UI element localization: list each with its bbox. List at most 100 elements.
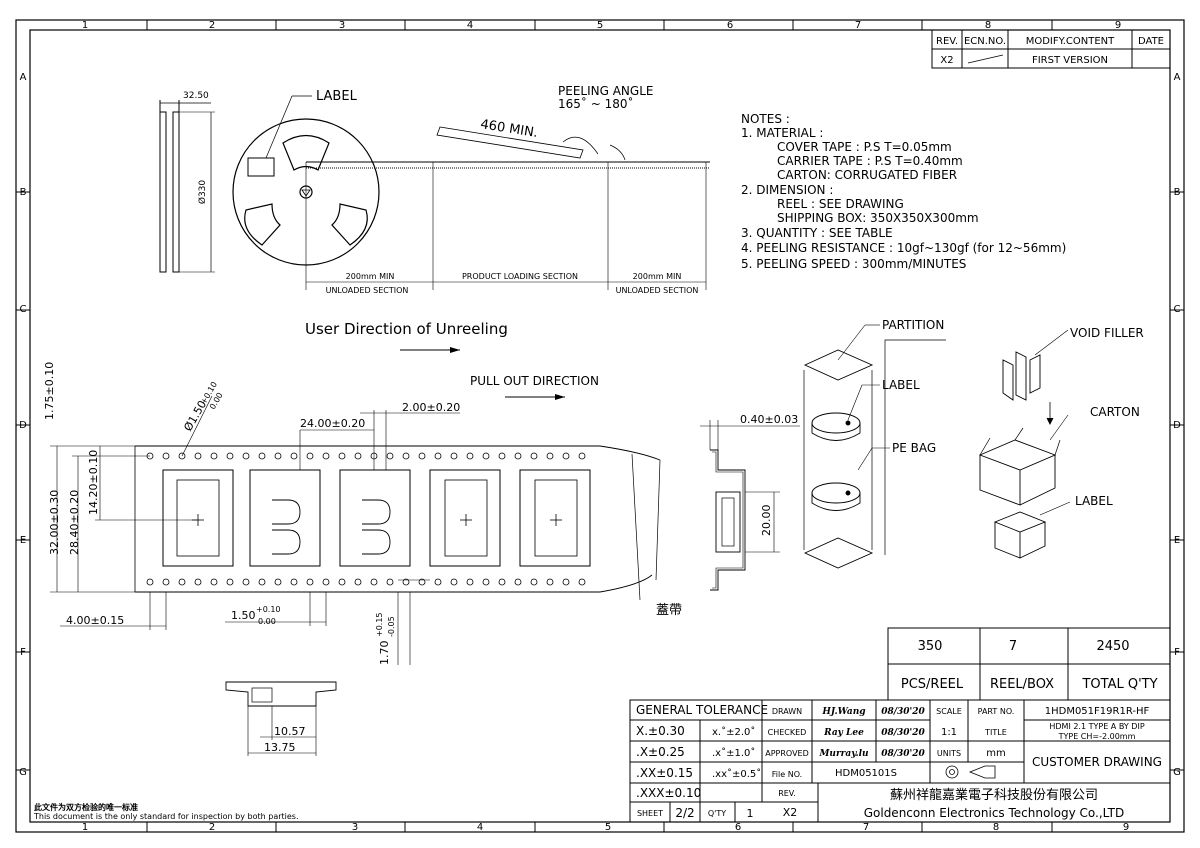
modify-value: FIRST VERSION bbox=[1032, 55, 1108, 66]
notes-line: COVER TAPE : P.S T=0.05mm bbox=[777, 140, 952, 154]
revision-table: REV. ECN.NO. MODIFY.CONTENT DATE X2 FIRS… bbox=[931, 29, 1171, 69]
arrow-head-icon bbox=[555, 394, 565, 400]
carton-label-callout: LABEL bbox=[1075, 494, 1113, 508]
notes-line: 1. MATERIAL : bbox=[741, 126, 823, 140]
sprocket-holes bbox=[146, 452, 586, 586]
ecn-header: ECN.NO. bbox=[964, 36, 1006, 47]
drawn-date: 08/30'20 bbox=[881, 707, 925, 717]
checked-by: Ray Lee bbox=[823, 728, 864, 738]
row-label: B bbox=[20, 187, 27, 198]
section-label: UNLOADED SECTION bbox=[326, 286, 409, 295]
dim-pocket-base-minus: 0.00 bbox=[258, 617, 276, 626]
dim-pitch-span: 28.40±0.20 bbox=[68, 490, 81, 555]
packing-illustration bbox=[803, 324, 1071, 569]
company-name-en: Goldenconn Electronics Technology Co.,LT… bbox=[864, 806, 1125, 820]
col-label: 7 bbox=[855, 20, 861, 31]
row-label: E bbox=[1174, 535, 1180, 546]
dim-hole-center: 14.20±0.10 bbox=[87, 450, 100, 515]
arrow-head-icon bbox=[450, 347, 460, 353]
dim-depth-plus: +0.15 bbox=[375, 612, 384, 637]
row-label: B bbox=[1174, 187, 1181, 198]
col-label: 3 bbox=[339, 20, 345, 31]
total-qty-value: 2450 bbox=[1096, 639, 1129, 654]
zone-labels: 1 2 3 4 5 6 7 8 9 1 2 3 4 5 6 7 8 9 A B … bbox=[19, 20, 1181, 833]
date-header: DATE bbox=[1138, 36, 1164, 47]
void-filler-label: VOID FILLER bbox=[1070, 326, 1144, 340]
total-qty-header: TOTAL Q'TY bbox=[1081, 677, 1157, 692]
dim-depth: 1.70 bbox=[378, 641, 391, 666]
dim-part-width-b: 13.75 bbox=[264, 741, 296, 754]
min-length-dim: 460 MIN. bbox=[479, 117, 538, 141]
reel-front-view bbox=[232, 95, 380, 266]
tolerance-row: .xx˚±0.5˚ bbox=[712, 768, 761, 780]
general-tolerance-title: GENERAL TOLERANCE bbox=[636, 703, 768, 717]
section-label: PRODUCT LOADING SECTION bbox=[462, 272, 578, 281]
customer-drawing: CUSTOMER DRAWING bbox=[1032, 755, 1162, 769]
sheet-value: 2/2 bbox=[675, 806, 694, 820]
rev-header: REV. bbox=[936, 36, 958, 47]
dim-pocket-base-plus: +0.10 bbox=[256, 605, 281, 614]
file-no-value: HDM05101S bbox=[835, 768, 897, 779]
tolerance-row: .x˚±1.0˚ bbox=[712, 747, 755, 759]
scale-value: 1:1 bbox=[941, 727, 957, 738]
peeling-angle-range: 165˚ ~ 180˚ bbox=[558, 96, 634, 111]
company-name-cn: 蘇州祥龍嘉業電子科技股份有限公司 bbox=[890, 787, 1098, 803]
drawn-label: DRAWN bbox=[772, 707, 802, 716]
section-label: UNLOADED SECTION bbox=[616, 286, 699, 295]
pull-out-label: PULL OUT DIRECTION bbox=[470, 374, 599, 388]
row-label: D bbox=[19, 420, 27, 431]
approved-date: 08/30'20 bbox=[881, 749, 925, 759]
peeling-angle-title: PEELING ANGLE bbox=[558, 84, 653, 98]
part-profile bbox=[225, 681, 337, 756]
title-line-1: HDMI 2.1 TYPE A BY DIP bbox=[1049, 722, 1144, 731]
carton-label: CARTON bbox=[1090, 405, 1140, 419]
row-label: A bbox=[20, 72, 27, 83]
dim-tape-width: 32.00±0.30 bbox=[48, 490, 61, 555]
tolerance-row: X.±0.30 bbox=[636, 724, 685, 738]
partition-label: PARTITION bbox=[882, 318, 944, 332]
row-label: F bbox=[1174, 647, 1180, 658]
qty-value: 1 bbox=[747, 807, 754, 820]
cover-tape-label: 蓋帶 bbox=[656, 603, 682, 618]
tolerance-row: .X±0.25 bbox=[636, 745, 685, 759]
col-label: 1 bbox=[82, 20, 88, 31]
section-label: 200mm MIN bbox=[633, 272, 682, 281]
title-block bbox=[629, 699, 1171, 823]
dim-thickness: 0.40±0.03 bbox=[740, 413, 798, 426]
col-label: 4 bbox=[477, 822, 483, 833]
title-label: TITLE bbox=[984, 728, 1007, 737]
dim-pocket-depth: 20.00 bbox=[760, 505, 773, 537]
bag-label-callout: LABEL bbox=[882, 378, 920, 392]
file-label: File NO. bbox=[772, 770, 802, 779]
carrier-tape bbox=[134, 445, 661, 601]
col-label: 6 bbox=[735, 822, 741, 833]
tolerance-rows: GENERAL TOLERANCE X.±0.30 x.˚±2.0˚ .X±0.… bbox=[636, 703, 768, 800]
title-line-2: TYPE CH=-2.00mm bbox=[1058, 732, 1136, 741]
scale-label: SCALE bbox=[936, 707, 962, 716]
footer-cn: 此文件为双方检验的唯一标准 bbox=[34, 802, 138, 812]
col-label: 2 bbox=[209, 822, 215, 833]
notes-line: CARTON: CORRUGATED FIBER bbox=[777, 168, 957, 182]
tolerance-row: x.˚±2.0˚ bbox=[712, 726, 755, 738]
col-label: 2 bbox=[209, 20, 215, 31]
col-label: 8 bbox=[993, 822, 999, 833]
notes-line: 5. PEELING SPEED : 300mm/MINUTES bbox=[741, 257, 966, 271]
row-label: C bbox=[1174, 304, 1181, 315]
row-label: A bbox=[1174, 72, 1181, 83]
row-label: F bbox=[20, 647, 26, 658]
approved-label: APPROVED bbox=[765, 749, 809, 758]
units-label: UNITS bbox=[937, 749, 961, 758]
footer-en: This document is the only standard for i… bbox=[33, 812, 299, 821]
pe-bag-label: PE BAG bbox=[892, 441, 936, 455]
rev-value: X2 bbox=[783, 806, 798, 819]
sign-off-values: HJ.Wang 08/30'20 Ray Lee 08/30'20 Murray… bbox=[675, 706, 1162, 820]
drawn-by: HJ.Wang bbox=[821, 707, 865, 717]
rev-label: REV. bbox=[778, 789, 796, 798]
notes-line: NOTES : bbox=[741, 112, 790, 126]
approved-by: Murray.lu bbox=[818, 749, 869, 759]
dim-pocket-base: 1.50 bbox=[231, 609, 256, 622]
dim-pocket-pitch: 24.00±0.20 bbox=[300, 417, 365, 430]
modify-header: MODIFY.CONTENT bbox=[1026, 36, 1115, 47]
pcs-per-reel-header: PCS/REEL bbox=[901, 677, 964, 692]
